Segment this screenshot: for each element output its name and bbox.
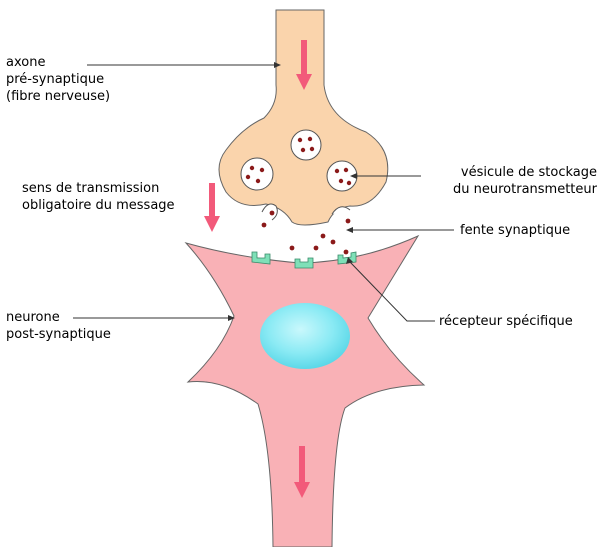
label-neurone: neurone post-synaptique (6, 309, 111, 343)
label-axone-line3: (fibre nerveuse) (6, 88, 110, 105)
receptor-1 (252, 252, 270, 264)
direction-arrow-cleft (204, 183, 220, 232)
label-axone-line1: axone (6, 54, 110, 71)
label-sens-line2: obligatoire du message (22, 197, 175, 214)
label-vesicule-line2: du neurotransmetteur (453, 181, 597, 198)
label-axone: axone pré-synaptique (fibre nerveuse) (6, 54, 110, 105)
label-sens-line1: sens de transmission (22, 180, 175, 197)
nucleus (260, 303, 350, 369)
vesicle-left (241, 158, 273, 190)
label-neurone-line1: neurone (6, 309, 111, 326)
postsynaptic-neuron (186, 236, 424, 547)
label-fente: fente synaptique (460, 222, 570, 239)
label-axone-line2: pré-synaptique (6, 71, 110, 88)
label-fente-text: fente synaptique (460, 222, 570, 239)
label-neurone-line2: post-synaptique (6, 326, 111, 343)
label-recepteur: récepteur spécifique (439, 313, 573, 330)
label-vesicule-line1: vésicule de stockage (453, 164, 597, 181)
label-sens-transmission: sens de transmission obligatoire du mess… (22, 180, 175, 214)
receptor-2 (295, 258, 313, 268)
label-vesicule: vésicule de stockage du neurotransmetteu… (453, 164, 597, 198)
label-recepteur-text: récepteur spécifique (439, 313, 573, 330)
vesicle-top (291, 130, 321, 160)
release-pocket-left (262, 204, 277, 220)
